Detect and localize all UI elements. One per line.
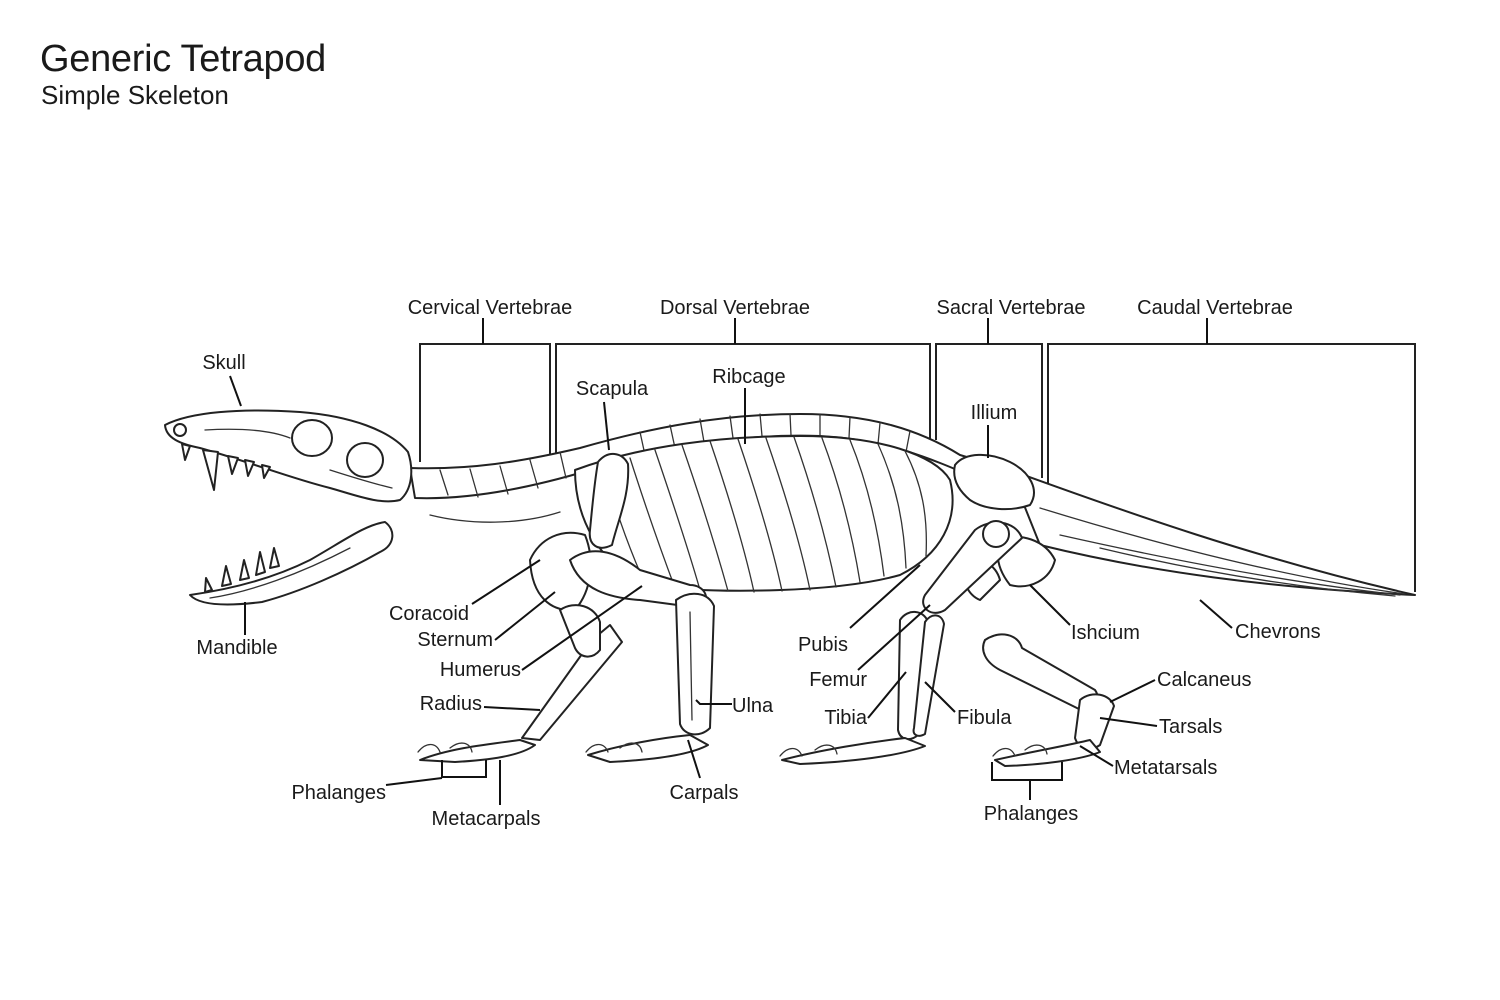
vertebrae-brackets — [419, 318, 1416, 592]
label-carpals: Carpals — [670, 782, 739, 804]
hind-far-ankle — [1074, 693, 1115, 750]
label-chevrons: Chevrons — [1235, 621, 1321, 643]
label-illium: Illium — [971, 402, 1018, 424]
label-calcaneus: Calcaneus — [1157, 669, 1252, 691]
front-near-foot — [419, 739, 536, 763]
mandible-bone — [189, 521, 394, 606]
hind-far-foot — [994, 739, 1101, 767]
label-pubis: Pubis — [798, 634, 848, 656]
label-humerus: Humerus — [440, 659, 521, 681]
label-cervical-vertebrae: Cervical Vertebrae — [408, 297, 573, 319]
label-femur: Femur — [809, 669, 867, 691]
dorsal-bracket — [555, 343, 931, 462]
label-ribcage: Ribcage — [712, 366, 785, 388]
cervical-bracket — [419, 343, 551, 462]
scapula-bone — [588, 453, 630, 549]
humerus-bone — [569, 550, 708, 609]
label-fibula: Fibula — [957, 707, 1012, 729]
label-tarsals: Tarsals — [1159, 716, 1222, 738]
leader-lines — [229, 375, 1233, 805]
label-metatarsals: Metatarsals — [1114, 757, 1217, 779]
front-near-upper — [559, 604, 601, 658]
orbit — [291, 419, 333, 457]
label-ishcium: Ishcium — [1071, 622, 1140, 644]
label-tibia: Tibia — [824, 707, 867, 729]
ulna-bone — [675, 592, 715, 736]
skeleton-drawing — [164, 409, 1416, 767]
diagram-subtitle: Simple Skeleton — [41, 80, 229, 110]
label-phalanges-front: Phalanges — [291, 782, 386, 804]
label-mandible: Mandible — [196, 637, 277, 659]
diagram-title: Generic Tetrapod — [40, 38, 327, 80]
label-sacral-vertebrae: Sacral Vertebrae — [937, 297, 1086, 319]
tail-bone — [1009, 469, 1416, 596]
label-skull: Skull — [202, 352, 245, 374]
illium-bone — [953, 453, 1035, 511]
caudal-bracket — [1047, 343, 1416, 592]
ischium-bone — [996, 535, 1056, 588]
label-sternum: Sternum — [417, 629, 493, 651]
label-scapula: Scapula — [576, 378, 649, 400]
label-caudal-vertebrae: Caudal Vertebrae — [1137, 297, 1293, 319]
label-radius: Radius — [420, 693, 482, 715]
labels: Cervical Vertebrae Dorsal Vertebrae Sacr… — [196, 297, 1320, 830]
label-phalanges-hind: Phalanges — [984, 803, 1079, 825]
hind-near-foot — [781, 737, 926, 765]
label-coracoid: Coracoid — [389, 603, 469, 625]
fibula-bone — [912, 614, 945, 737]
temporal-fenestra — [346, 442, 384, 478]
label-dorsal-vertebrae: Dorsal Vertebrae — [660, 297, 810, 319]
label-ulna: Ulna — [732, 695, 774, 717]
label-metacarpals: Metacarpals — [432, 808, 541, 830]
